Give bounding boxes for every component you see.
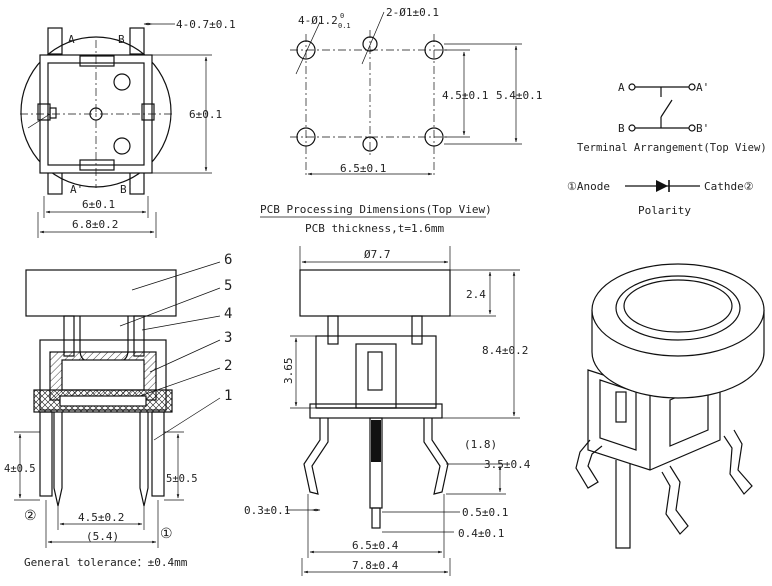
- dim-overall-width: 6.8±0.2: [72, 218, 118, 231]
- pin-2-label: ②: [24, 508, 37, 524]
- terminal-a: A: [618, 81, 625, 94]
- polarity-caption: Polarity: [638, 204, 691, 217]
- dim-hole-large: 2-Ø1±0.1: [386, 6, 439, 19]
- dim-lead-thick: 0.3±0.1: [244, 504, 290, 517]
- dim-section-left-height: 4±0.5: [4, 463, 36, 475]
- callout-5: 5: [224, 278, 232, 294]
- general-tolerance: General tolerance：±0.4mm: [24, 556, 188, 569]
- terminal-b: B: [618, 122, 625, 135]
- callout-2: 2: [224, 358, 232, 374]
- polarity-symbol: ①Anode Cathde② Polarity: [567, 180, 754, 217]
- dim-hole-small-upper: 0: [340, 12, 344, 20]
- dim-pitch-v: 4.5±0.1: [442, 89, 488, 102]
- pcb-caption: PCB Processing Dimensions(Top View): [260, 203, 492, 216]
- pin-1-label: ①: [160, 526, 173, 542]
- dim-total-height: 8.4±0.2: [482, 344, 528, 357]
- dim-offset: (1.8): [464, 438, 497, 451]
- dim-side-overall: 7.8±0.4: [352, 559, 399, 572]
- dim-cap-height: 2.4: [466, 288, 486, 301]
- terminal-b-prime: B': [696, 122, 709, 135]
- callout-3: 3: [224, 330, 232, 346]
- callout-6: 6: [224, 252, 232, 268]
- dim-body-width: 6±0.1: [82, 198, 115, 211]
- dim-hole-small-lower: 0.1: [338, 22, 351, 30]
- terminal-arrangement: A A' B B' Terminal Arrangement(Top View): [577, 81, 767, 154]
- top-label-a-prime: A': [70, 183, 83, 196]
- dim-outer-v: 5.4±0.1: [496, 89, 542, 102]
- dim-hole-small: 4-Ø1.2: [298, 14, 338, 27]
- dim-pitch-h: 6.5±0.1: [340, 162, 386, 175]
- dim-body-height: 6±0.1: [189, 108, 222, 121]
- top-label-a: A: [68, 33, 75, 46]
- polarity-anode: ①Anode: [567, 180, 610, 193]
- dim-cap-dia: Ø7.7: [364, 248, 391, 261]
- top-label-b-prime: B': [120, 183, 133, 196]
- top-view: A B A' B' 4-0.7±0.1 6±0.1 6±0.1 6.8±0.2: [20, 18, 236, 238]
- section-view: 6 5 4 3 2 1 4±0.5 5±0.5 4.5±0.2 (5.4) ② …: [4, 252, 232, 569]
- dim-body-height: 3.65: [282, 358, 295, 385]
- pcb-thickness: PCB thickness,t=1.6mm: [305, 222, 444, 235]
- dim-lead-height: 3.5±0.4: [484, 458, 531, 471]
- top-label-b: B: [118, 33, 125, 46]
- pcb-view: 4-Ø1.2 0 0.1 2-Ø1±0.1 4.5±0.1 5.4±0.1 6.…: [260, 6, 542, 235]
- side-view: Ø7.7 2.4 8.4±0.2 3.65 (1.8) 3.5±0.4 0.3±…: [244, 246, 531, 576]
- dim-section-outer: (5.4): [86, 530, 119, 543]
- terminal-a-prime: A': [696, 81, 709, 94]
- dim-section-pitch: 4.5±0.2: [78, 511, 124, 524]
- dim-side-pitch: 6.5±0.4: [352, 539, 399, 552]
- callout-4: 4: [224, 306, 232, 322]
- isometric-view: [575, 263, 765, 549]
- dim-lead-width2: 0.4±0.1: [458, 527, 504, 540]
- polarity-cathode: Cathde②: [704, 180, 754, 193]
- dim-lead-width: 0.5±0.1: [462, 506, 508, 519]
- dim-pin-width: 4-0.7±0.1: [176, 18, 236, 31]
- terminal-caption: Terminal Arrangement(Top View): [577, 142, 767, 154]
- callout-1: 1: [224, 388, 232, 404]
- dim-section-right-height: 5±0.5: [166, 473, 198, 485]
